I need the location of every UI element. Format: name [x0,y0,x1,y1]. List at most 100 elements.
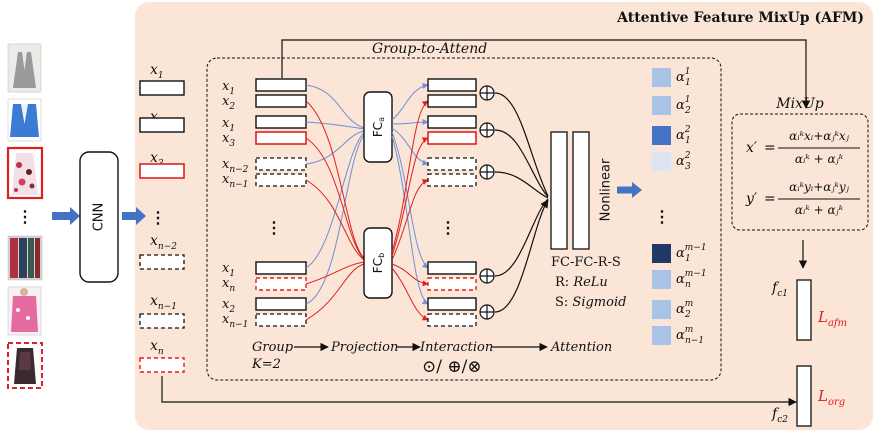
input-image-dark-coat [7,342,43,389]
fc-b-label: FCb [371,253,386,273]
afm-title: Attentive Feature MixUp (AFM) [616,10,864,26]
svg-text:xn−1: xn−1 [222,312,248,330]
feature-xn1-label: xn−1 [150,293,177,312]
svg-text:x1: x1 [222,261,235,279]
interaction-boxes [427,78,477,327]
alpha-ellipsis: ⋮ [654,207,670,226]
alpha-swatch [652,96,671,115]
fc-a-block [363,91,393,163]
feature-to-fc2-arrow [161,376,797,407]
pair-1: x1 x2 [222,78,307,112]
fc1-block [796,279,812,341]
feature-column: x1 x2 x3 ⋮ xn−2 xn−1 xn [139,62,185,373]
svg-text:αᵢᵏ + αⱼᵏ: αᵢᵏ + αⱼᵏ [795,152,844,166]
alpha-swatch [652,244,671,263]
nonlinear-label: Nonlinear [599,158,614,221]
sigmoid-definition: S: Sigmoid [555,295,626,310]
flow-operators: ⊙/ ⊕/⊗ [422,357,482,377]
input-image-column: ⋮ [6,43,44,389]
svg-text:=: = [764,191,776,207]
svg-text:αᵢᵏxᵢ+αⱼᵏxⱼ: αᵢᵏxᵢ+αⱼᵏxⱼ [789,129,850,143]
pair-3: xn−2 xn−1 [222,157,307,190]
flow-projection-label: Projection [330,340,398,355]
svg-text:y′: y′ [745,191,758,207]
alpha-swatch [652,300,671,319]
feature-x1 [139,80,185,96]
svg-text:xn: xn [222,276,235,294]
svg-text:xn−2: xn−2 [222,157,249,175]
alpha-swatch [652,68,671,87]
input-image-floral-dress [6,146,44,200]
fc-a-label: FCa [371,117,386,137]
feature-x2 [139,117,185,133]
input-ellipsis: ⋮ [17,207,33,226]
attention-fc-bar-2 [572,131,590,250]
svg-text:=: = [764,140,776,156]
attention-fc-bar-1 [550,131,568,250]
alpha-swatch [652,126,671,145]
oplus-symbols [479,85,495,320]
svg-text:x′: x′ [746,140,758,156]
alpha-swatch [652,270,671,289]
svg-text:x2: x2 [222,94,235,112]
feature-xn1 [139,313,185,329]
feature-x3 [139,163,185,179]
pair-ellipsis: ⋮ [266,218,282,237]
svg-text:αᵢᵏ + αⱼᵏ: αᵢᵏ + αⱼᵏ [795,203,844,217]
flow-interaction-label: Interaction [419,340,493,355]
flow-attention-label: Attention [550,340,612,355]
svg-text:xn−1: xn−1 [222,172,248,190]
interaction-ellipsis: ⋮ [440,218,456,237]
alpha-swatch [652,152,671,171]
input-image-scarves [7,235,43,281]
svg-text:αᵢᵏyᵢ+αⱼᵏyⱼ: αᵢᵏyᵢ+αⱼᵏyⱼ [789,180,850,194]
pair-4: x1 xn [222,261,307,294]
fc2-block [796,365,812,427]
svg-text:x2: x2 [222,297,235,315]
svg-text:x1: x1 [222,116,235,134]
mixup-box [731,113,869,231]
group-to-attend-box [206,57,722,381]
input-image-blue-blazer [7,98,42,142]
flow-group-label: Group [252,340,294,355]
group-to-attend-title: Group-to-Attend [372,41,487,57]
attention-structure-label: FC-FC-R-S [551,255,621,270]
input-image-grey-blazer [7,43,42,93]
svg-text:x3: x3 [222,131,235,149]
feature-xn-label: xn [150,338,164,357]
alpha-swatch [652,326,671,345]
fc-b-block [363,227,393,299]
svg-text:x1: x1 [222,79,235,97]
interaction-input-lines [391,82,429,321]
cnn-label: CNN [92,203,107,232]
loss-afm: Lafm [817,308,847,329]
projection-lines [305,84,365,321]
cnn-block [79,151,119,283]
flow-k-label: K=2 [251,357,281,372]
feature-xn [139,357,185,373]
mixup-y-equation: y′ = αᵢᵏyᵢ+αⱼᵏyⱼ αᵢᵏ + αⱼᵏ [745,180,860,217]
feature-x1-label: x1 [150,62,164,81]
attention-input-curves [494,92,549,313]
input-image-pink-top [7,286,42,336]
mixup-title: MixUp [775,96,824,112]
feature-to-mixup-arrow [281,39,811,109]
fc1-label: fc1 [771,280,788,299]
fc2-label: fc2 [771,406,788,425]
feature-xn2-label: xn−2 [150,233,177,252]
relu-definition: R: ReLu [555,275,608,290]
